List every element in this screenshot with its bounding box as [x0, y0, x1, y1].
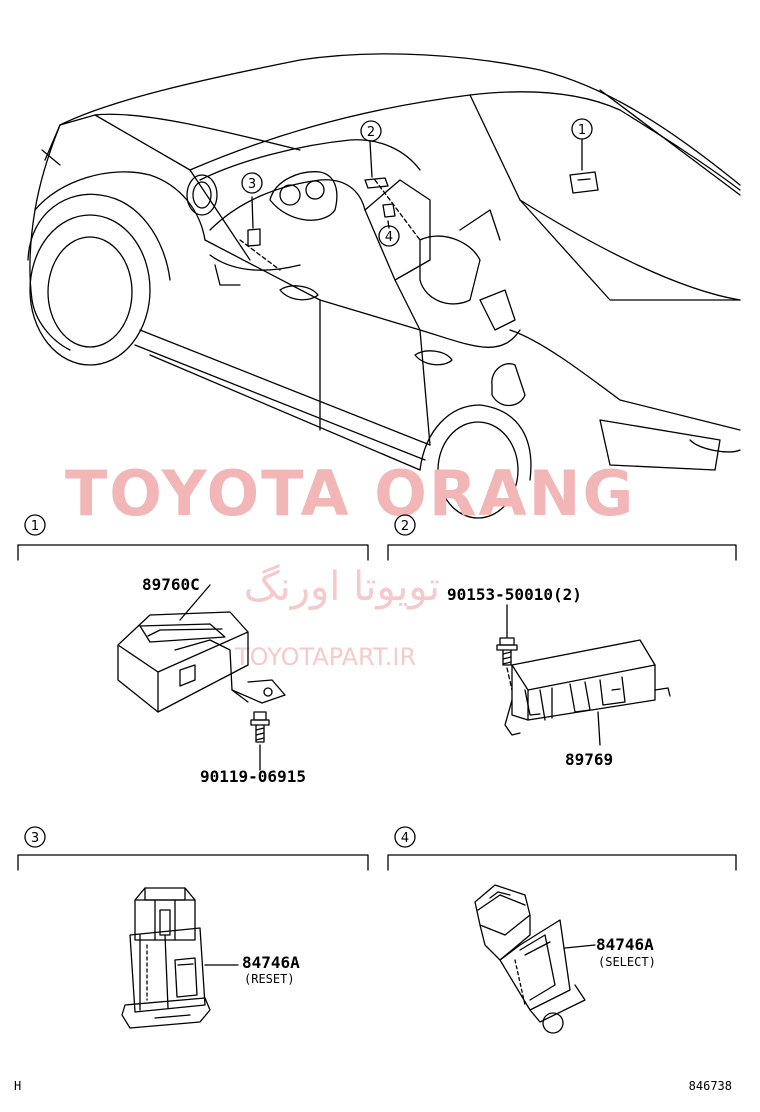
watermark-url: TOYOTAPART.IR [234, 643, 416, 671]
bolt-90153-50010-illustration [496, 604, 518, 691]
part-note-reset: (RESET) [244, 972, 295, 986]
section-frames [17, 514, 737, 871]
watermark-persian: تویوتا اورنگ [244, 564, 440, 610]
callout-4: 4 [385, 230, 393, 245]
callout-3: 3 [248, 177, 256, 192]
section-1-number: 1 [31, 519, 39, 534]
part-label-90119-06915: 90119-06915 [200, 767, 306, 786]
watermark-main: TOYOTA ORANG [65, 457, 635, 530]
footer-illustration-number: 846738 [689, 1079, 732, 1093]
switch-reset-illustration [121, 887, 211, 1029]
section-3-number: 3 [31, 831, 39, 846]
callout-2: 2 [367, 125, 375, 140]
part-label-89760c: 89760C [142, 575, 200, 594]
part-label-84746a-select: 84746A [596, 935, 654, 954]
footer-left-code: H [14, 1079, 21, 1093]
car-overview-illustration [27, 53, 741, 519]
callout-1: 1 [578, 123, 586, 138]
section-4-number: 4 [401, 831, 409, 846]
section-2-number: 2 [401, 519, 409, 534]
part-label-89769: 89769 [565, 750, 613, 769]
car-callouts [241, 118, 593, 247]
watermark-group: TOYOTA ORANG تویوتا اورنگ TOYOTAPART.IR [65, 457, 635, 671]
part-89769-illustration [504, 639, 671, 736]
part-label-90153-50010: 90153-50010(2) [447, 585, 582, 604]
bolt-90119-06915-illustration [250, 711, 270, 771]
switch-select-illustration [474, 884, 586, 1034]
part-89760c-illustration [117, 611, 286, 713]
part-label-84746a-reset: 84746A [242, 953, 300, 972]
part-note-select: (SELECT) [598, 955, 656, 969]
